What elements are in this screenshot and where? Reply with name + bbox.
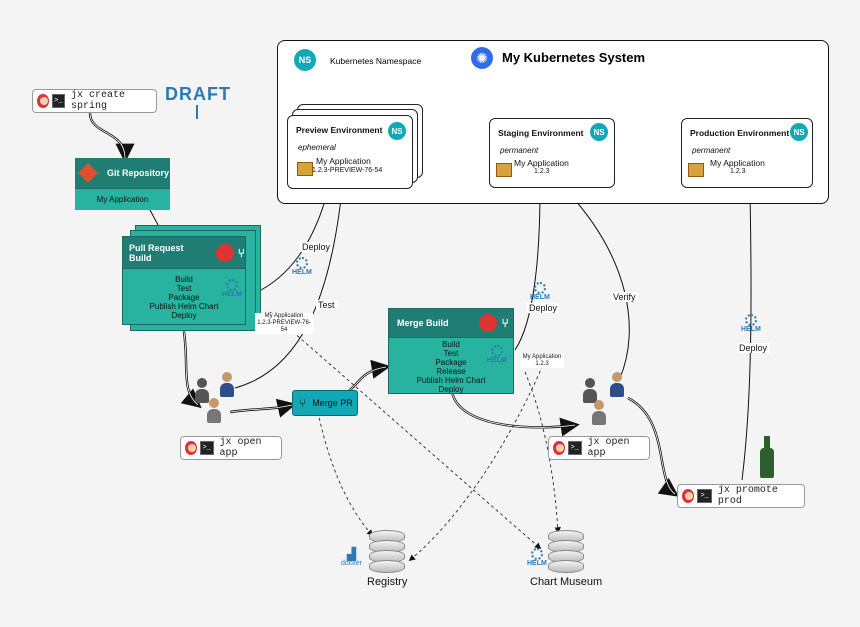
cli-promote-prod: >_ jx promote prod <box>677 484 805 508</box>
terminal-icon: >_ <box>567 441 582 455</box>
pr-build-title: Pull Request Build <box>129 242 184 263</box>
preview-environment: Preview Environment NS ephemeral My Appl… <box>287 115 413 189</box>
pull-request-icon: ⑂ <box>237 245 245 260</box>
developer-icon <box>220 372 234 398</box>
staging-environment: Staging Environment NS permanent My Appl… <box>489 118 615 188</box>
edge-label-verify: Verify <box>611 292 638 302</box>
preview-env-kind: ephemeral <box>298 143 336 152</box>
jenkins-icon <box>478 314 497 332</box>
staging-env-app: My Application <box>514 158 569 168</box>
helm-icon: HELM <box>292 257 312 276</box>
ns-badge-staging: NS <box>590 123 608 141</box>
pr-step: Publish Helm Chart <box>149 302 219 311</box>
merge-build-header: Merge Build ⑂ <box>388 308 514 338</box>
staging-env-kind: permanent <box>500 146 539 155</box>
pr-build-header: Pull Request Build ⑂ <box>122 236 246 269</box>
edge-label-deploy-prod: Deploy <box>737 343 770 353</box>
merge-build-steps: Build Test Package Release Publish Helm … <box>388 338 514 394</box>
merge-step: Deploy <box>438 385 464 394</box>
edge-label-deploy-preview: Deploy <box>300 242 333 252</box>
staging-env-title: Staging Environment <box>498 128 584 138</box>
git-repository-item: My Application <box>96 195 149 204</box>
database-icon <box>548 530 584 573</box>
chart-museum-caption: Chart Museum <box>530 576 603 588</box>
jenkins-icon <box>216 243 234 262</box>
cli-create-spring: >_ jx create spring <box>32 89 157 113</box>
merge-step: Publish Helm Chart <box>416 376 486 385</box>
champagne-icon <box>760 436 774 480</box>
staging-env-version: 1.2.3 <box>534 168 550 175</box>
git-repository-header: Git Repository <box>75 158 170 188</box>
merge-step: Release <box>436 367 466 376</box>
pr-step: Build <box>175 275 193 284</box>
developer-icon <box>592 400 606 426</box>
helm-icon: HELM <box>487 345 507 364</box>
package-icon <box>297 162 313 176</box>
jenkins-icon <box>185 441 197 455</box>
cli-open-app-right-text: jx open app <box>587 437 630 459</box>
package-icon <box>688 163 704 177</box>
pr-step: Package <box>168 293 200 302</box>
preview-env-title: Preview Environment <box>296 125 383 135</box>
production-environment: Production Environment NS permanent My A… <box>681 118 813 188</box>
preview-env-app: My Application <box>316 156 371 166</box>
terminal-icon: >_ <box>199 441 214 455</box>
ns-badge-preview: NS <box>388 122 406 140</box>
ns-badge-production: NS <box>790 123 808 141</box>
system-title: My Kubernetes System <box>502 50 646 65</box>
ns-badge-legend: NS <box>294 49 316 71</box>
production-env-kind: permanent <box>692 146 731 155</box>
merge-pr-box: ⑂ Merge PR <box>292 390 358 416</box>
helm-icon: HELM <box>222 279 242 298</box>
cli-open-app-left-text: jx open app <box>219 437 262 459</box>
helm-icon: HELM <box>741 314 761 333</box>
merge-build-title: Merge Build <box>397 318 449 328</box>
cli-open-app-left: >_ jx open app <box>180 436 282 460</box>
database-icon <box>369 530 405 573</box>
helm-icon: HELM <box>530 282 550 301</box>
terminal-icon: >_ <box>51 94 66 108</box>
developer-icon <box>195 378 209 404</box>
preview-env-version: 1.2.3-PREVIEW-76-54 <box>312 167 383 174</box>
registry-caption: Registry <box>367 576 408 588</box>
pr-step: Test <box>176 284 192 293</box>
draft-logo-text: DRAFT <box>165 84 231 104</box>
jenkins-icon <box>37 94 49 108</box>
git-icon <box>78 163 98 183</box>
docker-icon: ▟ docker <box>341 547 363 567</box>
production-env-app: My Application <box>710 158 765 168</box>
helm-icon: HELM <box>527 548 547 567</box>
package-icon <box>496 163 512 177</box>
ns-legend-text: Kubernetes Namespace <box>330 56 422 66</box>
cli-create-spring-text: jx create spring <box>71 90 126 112</box>
jenkins-icon <box>682 489 695 503</box>
draft-logo: DRAFT <box>165 78 231 122</box>
git-repository-body: My Application <box>75 188 170 210</box>
merge-step: Package <box>435 358 467 367</box>
merge-icon: ⑂ <box>299 396 307 410</box>
edge-label-deploy-staging: Deploy <box>527 303 560 313</box>
production-env-version: 1.2.3 <box>730 168 746 175</box>
jenkins-icon <box>553 441 565 455</box>
terminal-icon: >_ <box>697 489 712 503</box>
merge-step: Build <box>442 340 460 349</box>
developer-icon <box>610 372 624 398</box>
merge-step: Test <box>443 349 459 358</box>
pr-step: Deploy <box>171 311 197 320</box>
edge-label-test: Test <box>316 300 337 310</box>
merge-pr-label: Merge PR <box>312 398 353 408</box>
git-repository-title: Git Repository <box>107 168 170 178</box>
pr-build-steps: Build Test Package Publish Helm Chart De… <box>122 269 246 325</box>
production-env-title: Production Environment <box>690 128 790 138</box>
developer-icon <box>207 398 221 424</box>
cli-promote-prod-text: jx promote prod <box>717 485 778 507</box>
merge-icon: ⑂ <box>501 316 509 330</box>
developer-icon <box>583 378 597 404</box>
kubernetes-icon: ✺ <box>471 47 493 69</box>
cli-open-app-right: >_ jx open app <box>548 436 650 460</box>
